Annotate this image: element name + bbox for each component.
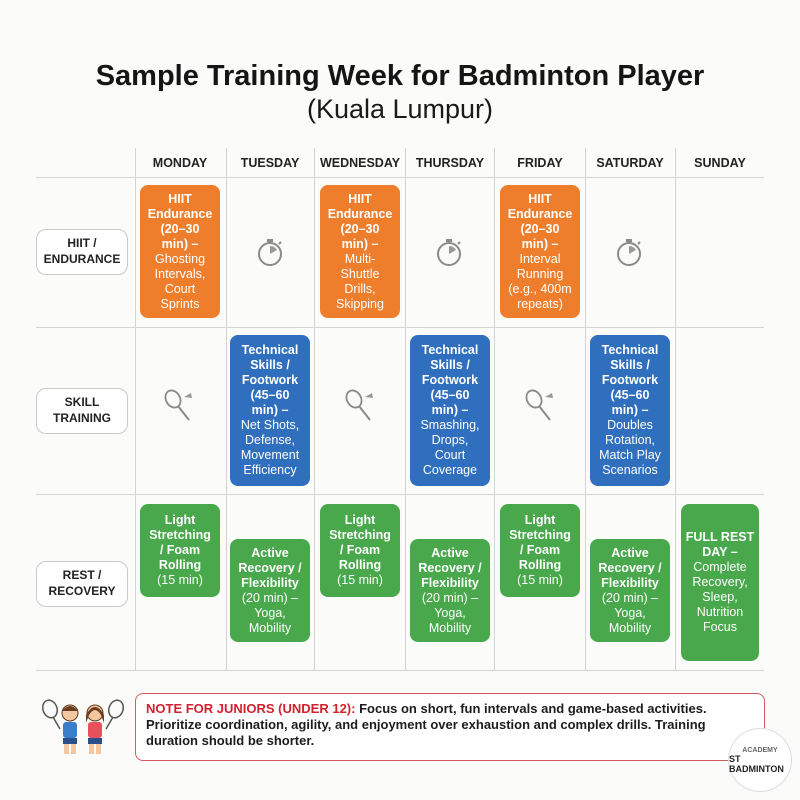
card-skill-saturday: Technical Skills / Footwork (45–60 min) … [590,335,670,486]
card-detail: (15 min) [337,573,383,587]
row-label-skill: SKILL TRAINING [36,388,128,434]
card-hiit-friday: HIIT Endurance (20–30 min) – Interval Ru… [500,185,580,318]
card-detail: (15 min) [157,573,203,587]
junior-players-illustration [41,699,125,754]
card-heading: Technical Skills / Footwork (45–60 min) … [601,343,659,417]
card-detail: Complete Recovery, Sleep, Nutrition Focu… [692,560,748,634]
note-heading: NOTE FOR JUNIORS (UNDER 12): [146,701,356,716]
card-detail: Ghosting Intervals, Court Sprints [154,251,206,311]
row-label-rest: REST / RECOVERY [36,561,128,607]
day-header-thursday: THURSDAY [415,156,485,170]
card-heading: Active Recovery / Flexibility [418,545,482,590]
note-text: Focus on short, fun intervals and game-b… [146,701,707,748]
day-header-tuesday: TUESDAY [240,156,300,170]
card-skill-tuesday: Technical Skills / Footwork (45–60 min) … [230,335,310,486]
card-detail: (20 min) – Yoga, Mobility [241,590,299,635]
card-heading: FULL REST DAY – [685,530,755,559]
stopwatch-icon [437,239,461,266]
card-detail: (20 min) – Yoga, Mobility [421,590,479,635]
card-detail: Smashing, Drops, Court Coverage [420,418,480,477]
card-hiit-monday: HIIT Endurance (20–30 min) – Ghosting In… [140,185,220,318]
card-rest-monday: Light Stretching / Foam Rolling (15 min) [140,504,220,597]
stopwatch-icon [617,239,641,266]
card-heading: Technical Skills / Footwork (45–60 min) … [241,343,299,417]
day-header-sunday: SUNDAY [694,156,746,170]
card-rest-thursday: Active Recovery / Flexibility (20 min) –… [410,539,490,642]
card-heading: Active Recovery / Flexibility [598,545,662,590]
page-subtitle: (Kuala Lumpur) [306,94,494,124]
stopwatch-icon [258,239,282,266]
card-rest-wednesday: Light Stretching / Foam Rolling (15 min) [320,504,400,597]
card-heading: Light Stretching / Foam Rolling [149,513,211,572]
day-header-wednesday: WEDNESDAY [319,156,401,170]
card-rest-saturday: Active Recovery / Flexibility (20 min) –… [590,539,670,642]
card-rest-tuesday: Active Recovery / Flexibility (20 min) –… [230,539,310,642]
card-detail: (15 min) [517,573,563,587]
card-heading: HIIT Endurance (20–30 min) – [327,191,393,251]
juniors-note: NOTE FOR JUNIORS (UNDER 12): Focus on sh… [135,693,765,761]
day-header-friday: FRIDAY [517,156,563,170]
card-detail: Multi- Shuttle Drills, Skipping [336,251,384,311]
card-skill-thursday: Technical Skills / Footwork (45–60 min) … [410,335,490,486]
card-heading: Light Stretching / Foam Rolling [329,513,391,572]
day-header-monday: MONDAY [152,156,208,170]
badminton-racket-icon [525,389,553,421]
logo-line-1: ACADEMY [742,746,778,754]
card-heading: Active Recovery / Flexibility [238,545,302,590]
card-detail: Net Shots, Defense, Movement Efficiency [240,418,300,477]
card-heading: Light Stretching / Foam Rolling [509,513,571,572]
logo-line-2: ST BADMINTON [729,753,784,774]
card-detail: Doubles Rotation, Match Play Scenarios [599,418,661,477]
card-hiit-wednesday: HIIT Endurance (20–30 min) – Multi- Shut… [320,185,400,318]
badminton-racket-icon [164,389,192,421]
day-header-saturday: SATURDAY [596,156,664,170]
card-rest-sunday: FULL REST DAY – Complete Recovery, Sleep… [681,504,759,661]
academy-logo: ACADEMY ST BADMINTON [728,728,792,792]
page-title: Sample Training Week for Badminton Playe… [95,60,705,92]
card-detail: Interval Running (e.g., 400m repeats) [508,251,572,311]
card-heading: HIIT Endurance (20–30 min) – [507,191,573,251]
row-label-hiit: HIIT / ENDURANCE [36,229,128,275]
badminton-racket-icon [345,389,373,421]
card-rest-friday: Light Stretching / Foam Rolling (15 min) [500,504,580,597]
card-detail: (20 min) – Yoga, Mobility [601,590,659,635]
card-heading: Technical Skills / Footwork (45–60 min) … [421,343,479,417]
card-heading: HIIT Endurance (20–30 min) – [147,191,213,251]
